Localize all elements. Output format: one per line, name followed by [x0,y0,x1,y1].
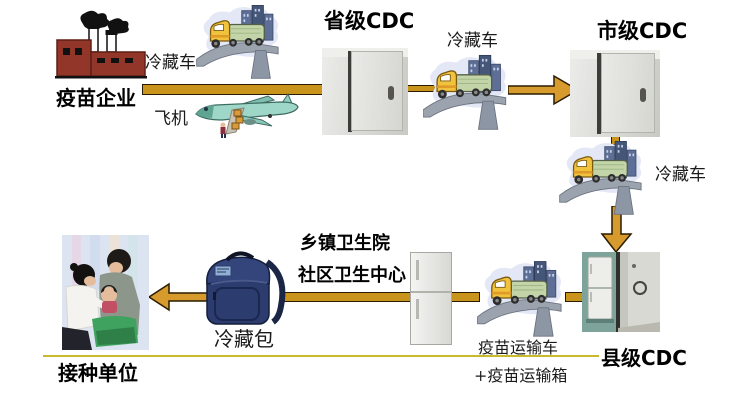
label-cold-truck-mid: 冷藏车 [447,31,498,51]
refrigerated-truck-icon-1 [196,2,284,80]
label-vaccine-transport-box: +疫苗运输箱 [474,366,568,385]
coldroom-door [351,51,403,131]
coldroom-door-handle [639,88,646,103]
label-vaccine-transport-truck: 疫苗运输车 [478,338,559,357]
fridge-handle-top [415,260,419,281]
label-cold-truck-top: 冷藏车 [145,53,196,73]
label-vaccination-unit: 接种单位 [58,361,138,385]
label-provincial-cdc: 省级CDC [324,9,415,33]
fridge-handle-bottom [415,298,419,319]
label-airplane: 飞机 [154,109,188,129]
coldroom-door-hinge [347,50,352,133]
label-cold-truck-right: 冷藏车 [655,165,706,185]
bottom-divider-line [43,355,599,357]
airplane-icon [195,92,299,138]
vaccine-transport-truck-icon [477,258,567,338]
coldroom-door [600,53,655,133]
provincial-cdc-coldroom-image [322,48,408,135]
label-county-cdc: 县级CDC [601,346,687,370]
label-community-health-center: 社区卫生中心 [298,265,406,286]
label-vaccine-enterprise: 疫苗企业 [56,86,136,110]
factory-icon [55,10,147,79]
coldroom-door-handle [388,86,395,101]
line-fridge-to-bag [284,292,412,302]
label-cold-bag: 冷藏包 [214,327,274,351]
county-cdc-coldroom-image [582,252,660,332]
coldroom-door-hinge [597,52,601,135]
vaccination-photo [62,235,149,350]
fridge-divider [411,291,451,294]
refrigerator-image [410,252,452,345]
refrigerated-truck-icon-3 [558,138,648,216]
arrow-left-to-vaccination-unit [147,282,209,312]
arrow-right-to-municipal [508,74,580,106]
refrigerated-truck-icon-2 [423,48,511,135]
label-municipal-cdc: 市级CDC [597,19,688,43]
municipal-cdc-coldroom-image [570,50,660,137]
label-township-health-center: 乡镇卫生院 [300,233,390,254]
cold-bag-icon [206,251,286,325]
